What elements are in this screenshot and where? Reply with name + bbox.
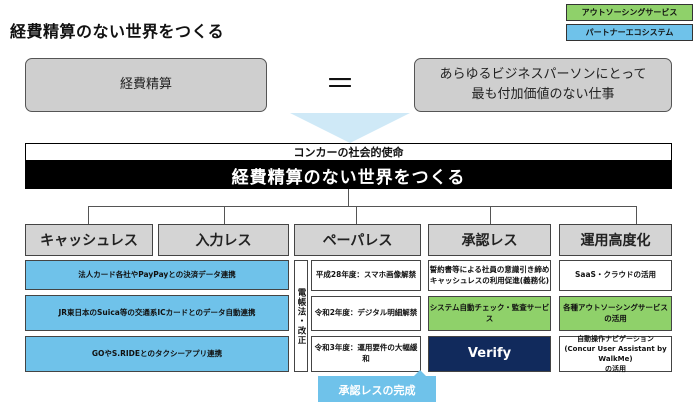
approval-item-system-check: システム自動チェック・監査サービス: [428, 296, 551, 331]
cashless-item-suica: JR東日本のSuica等の交通系ICカードとのデータ自動連携: [25, 295, 289, 331]
page-title: 経費精算のない世界をつくる: [10, 22, 225, 41]
paperless-item-r3: 令和3年度：運用要件の大幅緩和: [311, 336, 421, 372]
ops-item-outsourcing: 各種アウトソーシングサービスの活用: [559, 296, 672, 331]
connector-cashless: [88, 206, 89, 224]
approval-complete-callout: 承認レスの完成: [318, 370, 436, 402]
callout-text: 承認レスの完成: [339, 383, 416, 397]
equals-sign: ＝: [325, 67, 355, 102]
mission-statement: 経費精算のない世界をつくる: [25, 161, 672, 189]
value-box: あらゆるビジネスパーソンにとって 最も付加価値のない仕事: [414, 58, 672, 112]
cashless-item-taxi: GOやS.RIDEとのタクシーアプリ連携: [25, 336, 289, 372]
pillar-paperless: ペーパレス: [294, 224, 421, 256]
pillar-input-less: 入力レス: [158, 224, 289, 256]
pillar-cashless: キャッシュレス: [25, 224, 153, 256]
ops-item-saas: SaaS・クラウドの活用: [559, 260, 672, 291]
value-label: あらゆるビジネスパーソンにとって 最も付加価値のない仕事: [439, 66, 647, 102]
pillar-ops: 運用高度化: [559, 224, 672, 256]
ops-item-walkme: 自動操作ナビゲーション (Concur User Assistant by Wa…: [559, 335, 672, 373]
connector-input-less: [224, 206, 225, 224]
connector-approval-less: [490, 206, 491, 224]
law-revision-label: 電帳法・改正: [294, 260, 308, 372]
expense-label: 経費精算: [119, 76, 172, 92]
legend-outsourcing: アウトソーシングサービス: [566, 4, 693, 21]
connector-trunk: [348, 189, 349, 206]
verify-box: Verify: [428, 336, 551, 372]
connector-bar: [88, 206, 636, 207]
down-arrow-icon: [290, 113, 410, 143]
law-revision-text: 電帳法・改正: [296, 287, 306, 345]
connector-paperless: [356, 206, 357, 224]
approval-item-pledge: 誓約書等による社員の意識引き締め キャッシュレスの利用促進(義務化): [428, 260, 551, 291]
paperless-item-r2: 令和2年度：デジタル明細解禁: [311, 296, 421, 331]
pillar-approval-less: 承認レス: [428, 224, 551, 256]
expense-box: 経費精算: [25, 58, 267, 112]
cashless-item-card: 法人カード各社やPayPayとの決済データ連携: [25, 260, 289, 290]
paperless-item-h28: 平成28年度：スマホ画像解禁: [311, 260, 421, 291]
connector-ops: [636, 206, 637, 224]
legend-partner: パートナーエコシステム: [566, 24, 693, 41]
mission-label: コンカーの社会的使命: [25, 143, 672, 161]
